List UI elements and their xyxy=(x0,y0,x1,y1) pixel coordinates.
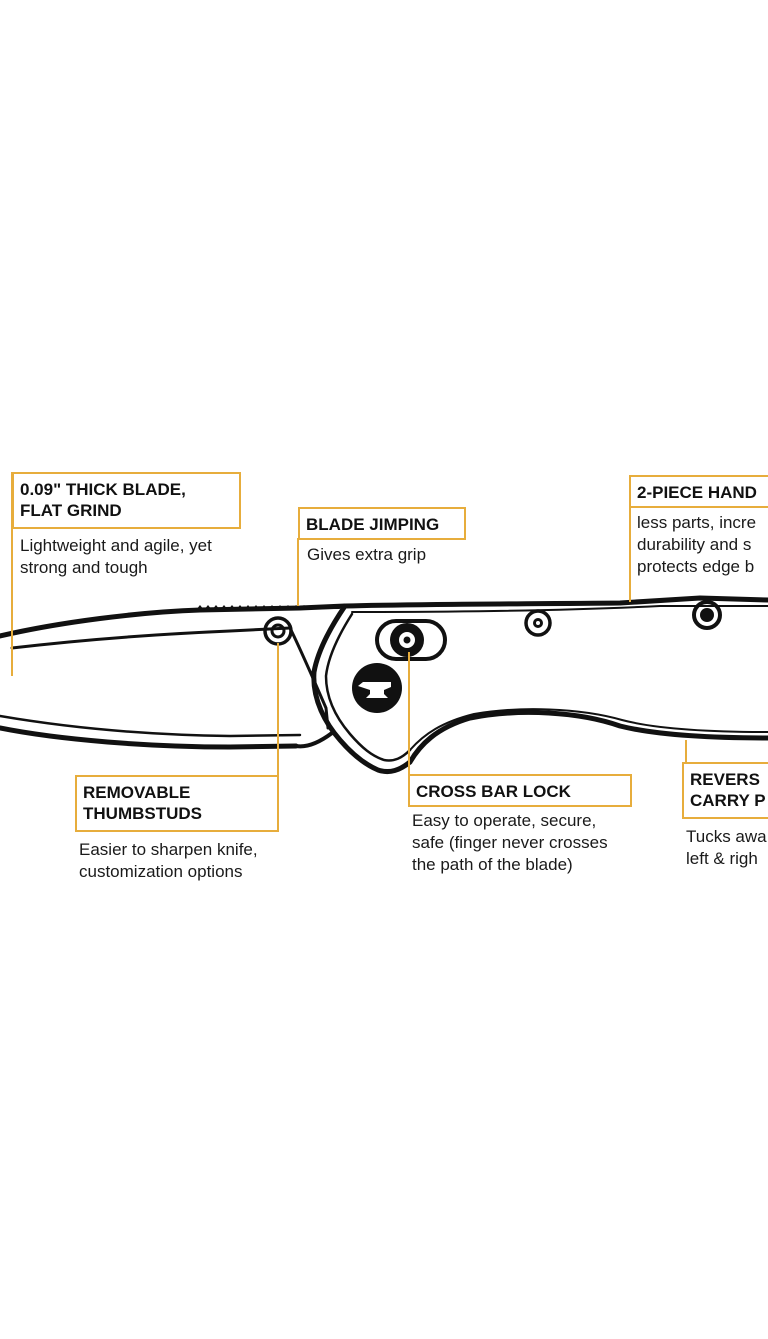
callout-desc-line: Easy to operate, secure, xyxy=(412,811,597,830)
callout-desc-line: Lightweight and agile, yet xyxy=(20,536,212,555)
callout-title-line: 0.09" THICK BLADE, xyxy=(20,480,186,499)
handle xyxy=(311,595,768,775)
callout-blade-jimping-title: BLADE JIMPING xyxy=(298,507,466,540)
callout-desc-line: durability and s xyxy=(637,535,752,554)
callout-desc-line: strong and tough xyxy=(20,558,148,577)
callout-title-line: CARRY P xyxy=(690,791,766,810)
callout-cross-bar-lock-title: CROSS BAR LOCK xyxy=(408,774,632,807)
callout-desc-line: customization options xyxy=(79,862,243,881)
blade-jimping xyxy=(196,605,340,610)
callout-desc-line: left & righ xyxy=(686,849,758,868)
callout-two-piece-handle-description: less parts, incre durability and s prote… xyxy=(637,512,756,578)
callout-thick-blade-description: Lightweight and agile, yet strong and to… xyxy=(20,535,212,579)
callout-desc-line: Tucks awa xyxy=(686,827,767,846)
callout-two-piece-handle-title: 2-PIECE HAND xyxy=(629,475,768,508)
callout-desc-line: Easier to sharpen knife, xyxy=(79,840,258,859)
callout-reversible-carry-title: REVERS CARRY P xyxy=(682,762,768,819)
callout-cross-bar-lock-description: Easy to operate, secure, safe (finger ne… xyxy=(412,810,608,876)
callout-title-line: FLAT GRIND xyxy=(20,501,122,520)
callout-title-line: THUMBSTUDS xyxy=(83,804,202,823)
callout-title-line: 2-PIECE HAND xyxy=(637,483,757,502)
callout-desc-line: safe (finger never crosses xyxy=(412,833,608,852)
anvil-logo-icon xyxy=(352,663,402,713)
callout-reversible-carry-description: Tucks awa left & righ xyxy=(686,826,767,870)
callout-desc-line: less parts, incre xyxy=(637,513,757,532)
callout-removable-thumbstuds-description: Easier to sharpen knife, customization o… xyxy=(79,839,258,883)
callout-desc-line: the path of the blade) xyxy=(412,855,573,874)
callout-blade-jimping-description: Gives extra grip xyxy=(307,544,426,566)
callout-desc-line: protects edge b xyxy=(637,557,755,576)
callout-removable-thumbstuds-title: REMOVABLE THUMBSTUDS xyxy=(75,775,279,832)
cross-bar-lock-slot xyxy=(375,619,447,661)
callout-title-line: REMOVABLE xyxy=(83,783,191,802)
callout-thick-blade-title: 0.09" THICK BLADE, FLAT GRIND xyxy=(12,472,241,529)
callout-title-line: REVERS xyxy=(690,770,760,789)
blade xyxy=(0,603,348,750)
callout-desc-line: Gives extra grip xyxy=(307,545,427,564)
callout-title-line: BLADE JIMPING xyxy=(306,515,440,534)
callout-title-line: CROSS BAR LOCK xyxy=(416,782,571,801)
handle-screw-icon xyxy=(692,600,722,630)
thumbstud xyxy=(263,616,293,646)
torx-screw-icon xyxy=(524,609,552,637)
